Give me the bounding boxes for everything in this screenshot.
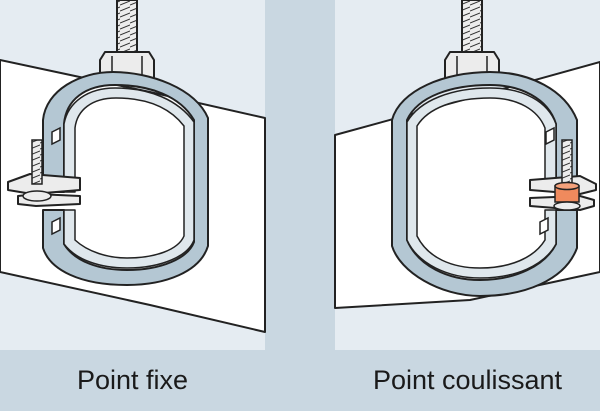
clamp-lining	[63, 87, 195, 269]
caption-sliding-point: Point coulissant	[372, 365, 563, 395]
threaded-rod-icon	[461, 0, 483, 55]
fixed-point-panel	[0, 0, 266, 350]
pipe-clamp-icon	[42, 71, 209, 286]
caption-band	[0, 350, 600, 411]
threaded-rod-icon	[116, 0, 138, 55]
bolt-icon	[22, 139, 52, 202]
bolt-icon	[561, 139, 573, 187]
clamp-lining	[406, 87, 557, 279]
sliding-point-panel	[334, 0, 600, 350]
pipe-clamp-icon	[391, 71, 578, 297]
sliding-sleeve-icon	[553, 181, 581, 211]
caption-fixed-point: Point fixe	[76, 365, 189, 395]
clamp-flange-upper	[7, 173, 81, 195]
